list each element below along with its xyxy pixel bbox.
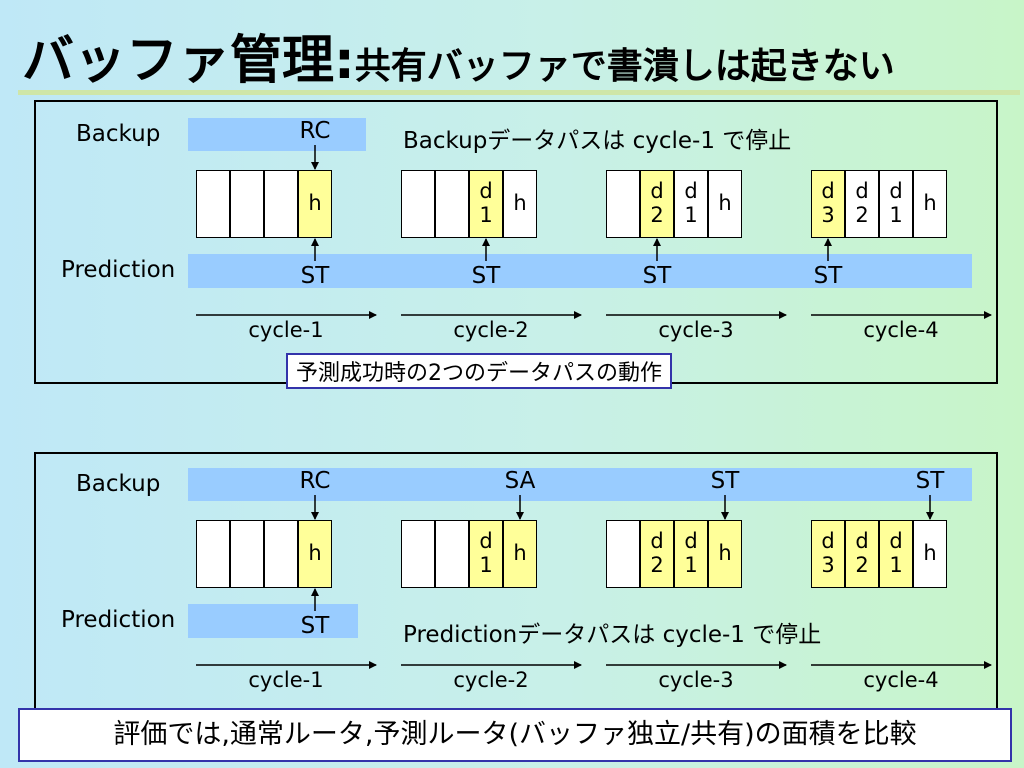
buffer-cell-text: d: [684, 529, 698, 553]
buffer-cell: [230, 520, 264, 588]
buffer-cell: [401, 520, 435, 588]
top-marker-label: ST: [915, 468, 945, 494]
panel-2-note: Predictionデータパスは cycle-1 で停止: [403, 622, 822, 648]
buffer-cell: [606, 170, 640, 238]
buffer-cell-text: 3: [821, 553, 835, 577]
buffer-cell: h: [708, 520, 742, 588]
slide-title-sub: 共有バッファで書潰しは起きない: [354, 46, 895, 87]
panel-1-note: Backupデータパスは cycle-1 で停止: [403, 128, 792, 154]
panel-1-backup-label: Backup: [76, 121, 161, 147]
bottom-marker-label: ST: [471, 263, 501, 289]
buffer-cell-text: 1: [684, 553, 698, 577]
cycle-label: cycle-1: [248, 668, 324, 692]
buffer-cell-text: h: [308, 541, 322, 565]
cycle-label: cycle-2: [453, 668, 529, 692]
top-marker-label: RC: [299, 468, 331, 494]
buffer-cell: h: [708, 170, 742, 238]
buffer-cell-text: 2: [650, 553, 664, 577]
buffer-cell-text: 1: [889, 203, 903, 227]
buffer-cell-text: d: [889, 179, 903, 203]
bottom-marker-label: ST: [642, 263, 672, 289]
slide-title: バッファ管理:共有バッファで書潰しは起きない: [22, 18, 895, 93]
buffer-cell-text: d: [889, 529, 903, 553]
panel-2-backup-label: Backup: [76, 471, 161, 497]
panel-1-backup-bar: [188, 118, 366, 151]
top-marker-label: SA: [504, 468, 536, 494]
slide-title-main: バッファ管理:: [22, 31, 355, 91]
buffer-cell-text: h: [718, 541, 732, 565]
panel-1-prediction-bar: [188, 254, 972, 288]
buffer-cell-text: 1: [479, 553, 493, 577]
panel-2-backup-bar: [188, 468, 972, 501]
bottom-marker-label: ST: [300, 263, 330, 289]
top-marker-label: ST: [710, 468, 740, 494]
buffer-cell: [606, 520, 640, 588]
panel-1-prediction-label: Prediction: [61, 257, 176, 283]
buffer-cell: h: [503, 170, 537, 238]
buffer-cell-text: d: [650, 529, 664, 553]
buffer-cell: [230, 170, 264, 238]
bottom-marker-label: ST: [813, 263, 843, 289]
title-divider: [18, 90, 1020, 95]
buffer-cell: h: [913, 170, 947, 238]
buffer-cell: [196, 520, 230, 588]
cycle-label: cycle-3: [658, 668, 734, 692]
buffer-cell-text: h: [513, 541, 527, 565]
buffer-cell: h: [298, 170, 332, 238]
buffer-cell-text: 1: [479, 203, 493, 227]
buffer-cell-text: 2: [855, 203, 869, 227]
top-marker-label: RC: [299, 118, 331, 144]
cycle-label: cycle-4: [863, 668, 939, 692]
buffer-cell-text: 1: [684, 203, 698, 227]
buffer-cell-text: 2: [855, 553, 869, 577]
buffer-cell-text: d: [479, 179, 493, 203]
buffer-cell: h: [913, 520, 947, 588]
panel-2-prediction-bar: [188, 604, 358, 638]
buffer-cell-text: d: [855, 529, 869, 553]
buffer-cell: h: [298, 520, 332, 588]
buffer-cell-text: 1: [889, 553, 903, 577]
buffer-cell-text: d: [855, 179, 869, 203]
buffer-cell-text: h: [923, 541, 937, 565]
buffer-cell-text: h: [308, 191, 322, 215]
buffer-cell-text: 2: [650, 203, 664, 227]
buffer-cell-text: d: [650, 179, 664, 203]
buffer-cell-text: d: [821, 179, 835, 203]
buffer-cell: [435, 170, 469, 238]
buffer-cell: [264, 520, 298, 588]
buffer-cell-text: d: [821, 529, 835, 553]
buffer-cell-text: d: [684, 179, 698, 203]
buffer-cell-text: h: [718, 191, 732, 215]
buffer-cell-text: 3: [821, 203, 835, 227]
panel-1-caption: 予測成功時の2つのデータパスの動作: [286, 353, 672, 389]
cycle-label: cycle-4: [863, 318, 939, 342]
bottom-marker-label: ST: [300, 613, 330, 639]
cycle-label: cycle-1: [248, 318, 324, 342]
buffer-cell: [435, 520, 469, 588]
cycle-label: cycle-2: [453, 318, 529, 342]
panel-2-prediction-label: Prediction: [61, 607, 176, 633]
buffer-cell-text: d: [479, 529, 493, 553]
buffer-cell: [196, 170, 230, 238]
cycle-label: cycle-3: [658, 318, 734, 342]
buffer-cell-text: h: [513, 191, 527, 215]
buffer-cell-text: h: [923, 191, 937, 215]
buffer-cell: [264, 170, 298, 238]
buffer-cell: [401, 170, 435, 238]
buffer-cell: h: [503, 520, 537, 588]
footer-note: 評価では,通常ルータ,予測ルータ(バッファ独立/共有)の面積を比較: [18, 708, 1012, 762]
